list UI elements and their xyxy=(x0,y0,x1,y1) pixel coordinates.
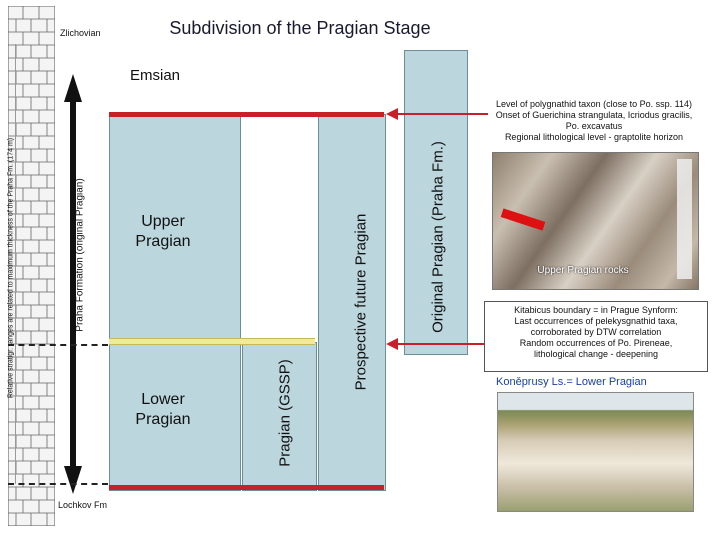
relative-ranges-text: Relative stratigr. ranges are related to… xyxy=(7,137,15,399)
koneprusy-quarry-photo xyxy=(497,392,694,512)
zlichovian-label: Zlichovian xyxy=(60,28,101,38)
original-pragian-box xyxy=(404,50,468,355)
lochkov-label: Lochkov Fm xyxy=(58,500,108,510)
emsian-label: Emsian xyxy=(130,67,181,84)
lower-upper-boundary-bar xyxy=(109,338,315,345)
koneprusy-label: Koněprusy Ls.= Lower Pragian xyxy=(496,376,647,388)
praha-formation-label: Praha Formation (original Pragian) xyxy=(74,178,86,332)
kitabicus-note: Kitabicus boundary = in Prague Synform: … xyxy=(484,301,708,372)
gssp-box xyxy=(242,342,317,491)
lower-pragian-label: Lower Pragian xyxy=(135,391,191,428)
pragian-column-box xyxy=(109,114,241,491)
note-arrows xyxy=(386,108,488,350)
prospective-box xyxy=(318,114,386,491)
upper-pragian-rocks-caption: Upper Pragian rocks xyxy=(537,265,629,276)
upper-pragian-label: Upper Pragian xyxy=(135,213,191,250)
praha-arrow xyxy=(64,74,82,494)
page-title: Subdivision of the Pragian Stage xyxy=(169,18,431,38)
photo-legend-strip xyxy=(677,159,692,279)
upper-boundary-bar xyxy=(109,112,384,117)
base-dashed xyxy=(8,483,108,485)
measure-line xyxy=(15,44,16,484)
upper-pragian-rocks-photo: Upper Pragian rocks xyxy=(492,152,699,290)
upper-level-note: Level of polygnathid taxon (close to Po.… xyxy=(495,99,693,142)
red-marker xyxy=(500,208,546,231)
base-boundary-bar xyxy=(109,485,384,490)
lower-boundary-dashed xyxy=(8,344,108,346)
prospective-label: Prospective future Pragian xyxy=(352,213,370,391)
pragian-gssp-label: Pragian (GSSP) xyxy=(276,359,294,467)
